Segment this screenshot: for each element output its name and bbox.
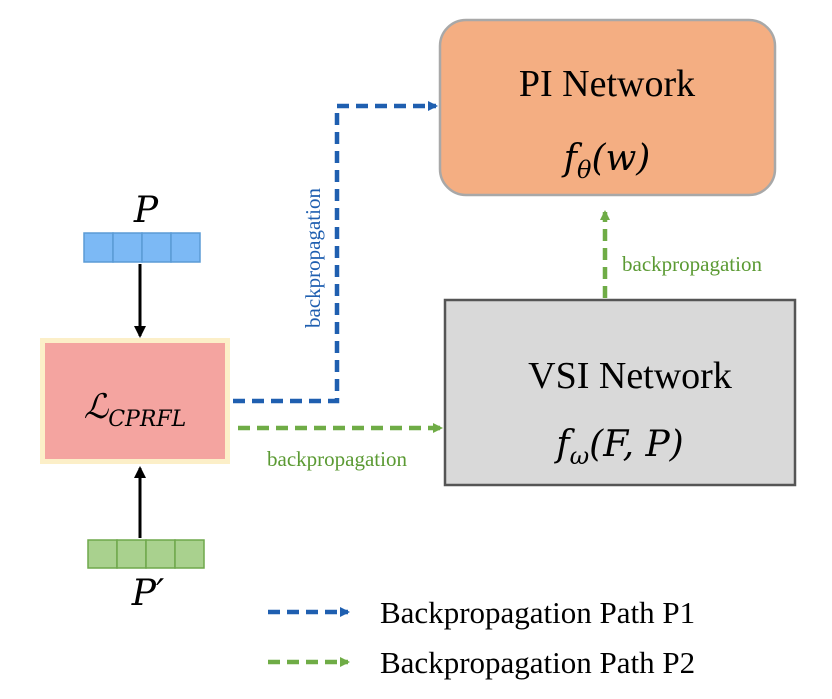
pi-network-function: fθ(w)	[561, 138, 651, 184]
green-backprop-label-bottom: backpropagation	[267, 447, 407, 471]
pi-network-node: PI Network fθ(w)	[438, 18, 777, 197]
vector-p-cell	[141, 232, 172, 263]
legend: Backpropagation Path P1 Backpropagation …	[268, 595, 695, 680]
legend-p1-label: Backpropagation Path P1	[380, 595, 695, 630]
legend-p2-label: Backpropagation Path P2	[380, 645, 695, 680]
vector-p-cell	[83, 232, 114, 263]
pi-network-box	[438, 18, 777, 197]
vsi-network-box	[443, 298, 797, 487]
green-backprop-label-right: backpropagation	[622, 252, 762, 276]
vsi-network-node: VSI Network fω(F, P)	[443, 298, 797, 487]
vector-p: P	[83, 190, 201, 263]
vector-p-prime-cell	[174, 539, 205, 569]
loss-node: ℒCPRFL	[40, 338, 230, 464]
vector-p-prime-label: P′	[131, 573, 164, 614]
loss-box	[45, 343, 225, 459]
vector-p-prime-cell	[116, 539, 147, 569]
vector-p-label: P	[133, 190, 159, 231]
loss-label: ℒCPRFL	[84, 387, 187, 432]
vector-p-cell	[112, 232, 143, 263]
vector-p-prime-cell	[87, 539, 118, 569]
vector-p-prime: P′	[87, 539, 205, 614]
blue-backprop-label: backpropagation	[301, 188, 325, 328]
vector-p-cell	[170, 232, 201, 263]
vsi-network-function: fω(F, P)	[553, 424, 683, 470]
vsi-network-title: VSI Network	[528, 355, 732, 397]
blue-backprop-path	[233, 101, 438, 404]
pi-network-title: PI Network	[519, 63, 695, 105]
vector-p-prime-cell	[145, 539, 176, 569]
